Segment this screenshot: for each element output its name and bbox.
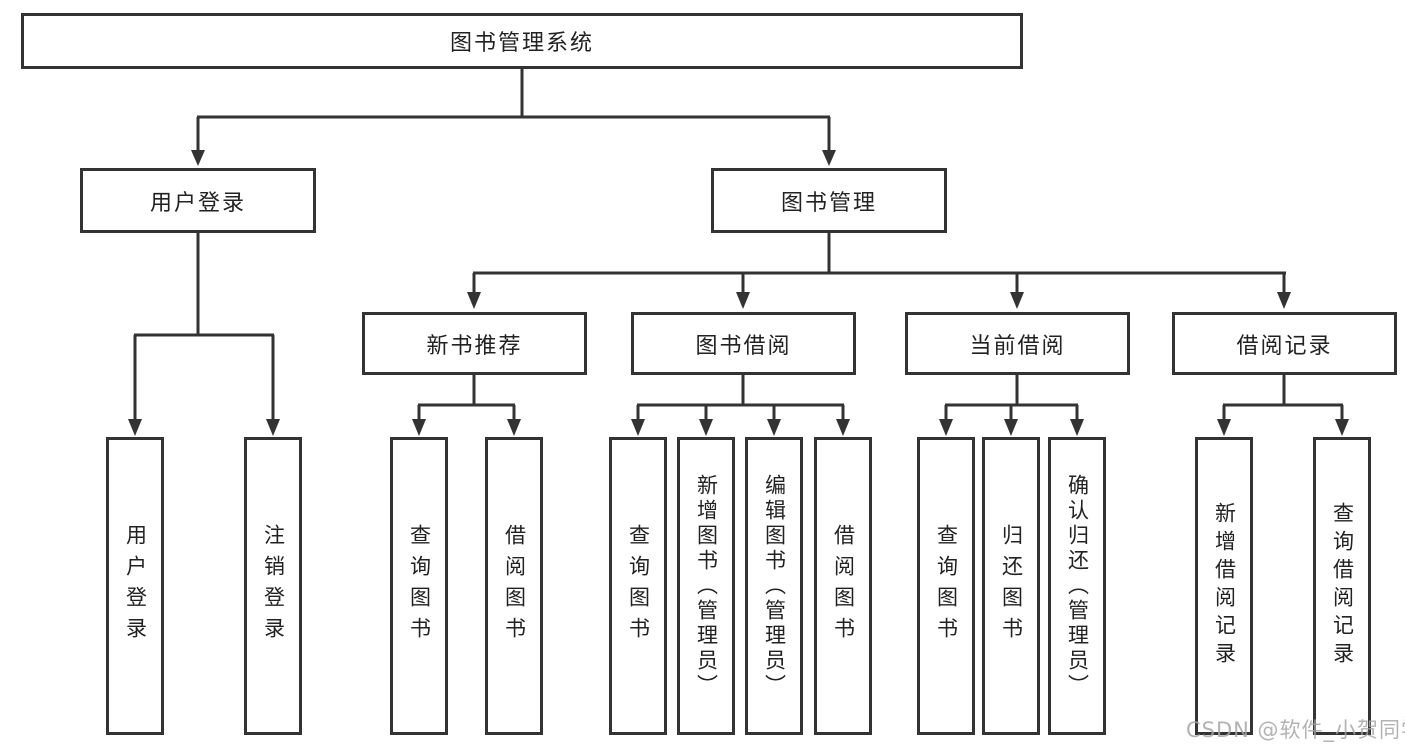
node-current-borrow: 当前借阅 [905, 312, 1130, 375]
arrow-head [1217, 419, 1231, 436]
arrow-head [767, 419, 781, 436]
node-user-login: 用户登录 [80, 168, 316, 233]
connector-book-mgmt-to-level3 [472, 233, 1286, 294]
connector-borrow-records-branch [1222, 375, 1344, 421]
node-book-management: 图书管理 [711, 168, 947, 233]
arrow-head [1335, 419, 1349, 436]
arrow-head [822, 150, 836, 166]
leaf-current-confirm-return-admin: 确认归还（管理员） [1048, 437, 1106, 735]
arrow-head [266, 419, 280, 436]
node-book-borrow: 图书借阅 [631, 312, 856, 375]
arrow-head [507, 419, 521, 436]
leaf-user-login: 用户登录 [106, 437, 164, 735]
leaf-borrow-borrow-books: 借阅图书 [814, 437, 872, 735]
arrow-head [1070, 419, 1084, 436]
arrow-head [1010, 292, 1024, 309]
watermark: CSDN @软件_小贺同学 [1186, 718, 1405, 742]
node-new-book-recommend: 新书推荐 [362, 312, 587, 375]
leaf-newbook-query-books: 查询图书 [390, 437, 448, 735]
leaf-current-query-books: 查询图书 [917, 437, 975, 735]
node-root: 图书管理系统 [21, 13, 1023, 69]
leaf-borrow-query-books: 查询图书 [609, 437, 667, 735]
leaf-records-add-record: 新增借阅记录 [1195, 437, 1253, 735]
leaf-newbook-borrow-books: 借阅图书 [485, 437, 543, 735]
connector-root-to-level2 [196, 69, 831, 152]
leaf-borrow-edit-books-admin: 编辑图书（管理员） [745, 437, 803, 735]
connector-current-borrow-branch [944, 375, 1079, 421]
leaf-logout: 注销登录 [244, 437, 302, 735]
arrow-head [191, 150, 205, 166]
arrow-head [467, 292, 481, 309]
node-borrow-records: 借阅记录 [1172, 312, 1397, 375]
connector-new-book-branch [417, 375, 516, 421]
leaf-borrow-add-books-admin: 新增图书（管理员） [677, 437, 735, 735]
connector-book-borrow-branch [636, 375, 845, 421]
arrow-head [736, 292, 750, 309]
connector-user-login-branch [133, 233, 275, 421]
arrow-head [1277, 292, 1291, 309]
arrow-head [836, 419, 850, 436]
arrow-head [128, 419, 142, 436]
arrow-head [939, 419, 953, 436]
arrow-head [412, 419, 426, 436]
arrow-head [1004, 419, 1018, 436]
arrow-head [631, 419, 645, 436]
arrow-head [699, 419, 713, 436]
leaf-current-return-books: 归还图书 [982, 437, 1040, 735]
leaf-records-query-record: 查询借阅记录 [1313, 437, 1371, 735]
